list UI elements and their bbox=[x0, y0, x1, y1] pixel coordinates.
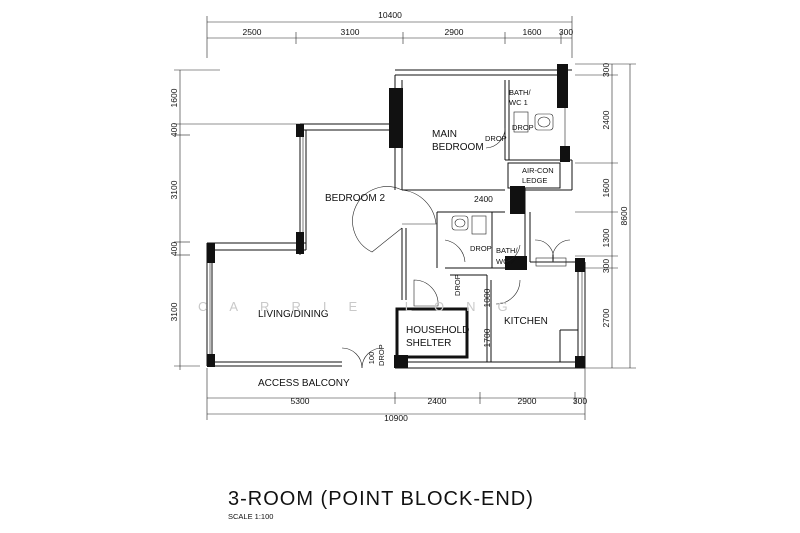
bath-wc1-label: WC 1 bbox=[509, 98, 528, 107]
drop-label: DROP bbox=[512, 123, 534, 132]
dim-bottom: 5300 bbox=[291, 396, 310, 406]
household-shelter-label: HOUSEHOLD bbox=[406, 325, 469, 336]
dim-left: 400 bbox=[169, 123, 179, 137]
drop-label: DROP bbox=[377, 344, 386, 366]
left-dimensions: 1600 400 3100 400 3100 bbox=[169, 69, 300, 370]
dim-top: 300 bbox=[559, 27, 573, 37]
bath-wc1-label: BATH/ bbox=[509, 88, 531, 97]
living-dining-label: LIVING/DINING bbox=[258, 309, 329, 320]
bedroom2-label: BEDROOM 2 bbox=[325, 193, 385, 204]
dim-bottom: 300 bbox=[573, 396, 587, 406]
bath-wc2-label: BATH/ bbox=[496, 246, 518, 255]
dim-left: 1600 bbox=[169, 88, 179, 107]
dim-top: 3100 bbox=[341, 27, 360, 37]
dim-right-total: 8600 bbox=[619, 206, 629, 225]
drop-label: DROP bbox=[470, 244, 492, 253]
dim-bottom: 2400 bbox=[428, 396, 447, 406]
plan-title: 3-ROOM (POINT BLOCK-END) bbox=[228, 488, 534, 510]
dim-bottom-total: 10900 bbox=[384, 413, 408, 423]
room-labels: MAIN BEDROOM BEDROOM 2 LIVING/DINING KIT… bbox=[258, 88, 554, 389]
right-dimensions: 300 2400 1600 1300 300 2700 8600 bbox=[575, 63, 636, 369]
dim-bottom: 2900 bbox=[518, 396, 537, 406]
dim-left: 3100 bbox=[169, 302, 179, 321]
dim-interior: 1000 bbox=[482, 288, 492, 307]
dim-right: 1300 bbox=[601, 228, 611, 247]
dim-top: 2500 bbox=[243, 27, 262, 37]
drop-label: DROP bbox=[485, 134, 507, 143]
aircon-ledge-label: AIR-CON bbox=[522, 166, 554, 175]
bath-wc2-label: WC 2 bbox=[496, 257, 515, 266]
dim-top: 2900 bbox=[445, 27, 464, 37]
doors bbox=[341, 127, 571, 369]
kitchen-label: KITCHEN bbox=[504, 316, 548, 327]
dim-right: 2400 bbox=[601, 110, 611, 129]
dim-left: 400 bbox=[169, 242, 179, 256]
dim-right: 300 bbox=[601, 259, 611, 273]
dim-right: 2700 bbox=[601, 308, 611, 327]
aircon-ledge-label: LEDGE bbox=[522, 176, 547, 185]
dim-top-total: 10400 bbox=[378, 10, 402, 20]
main-bedroom-label: MAIN bbox=[432, 129, 457, 140]
dim-interior: 1700 bbox=[482, 328, 492, 347]
dim-interior: 2400 bbox=[474, 194, 493, 204]
fixtures bbox=[451, 111, 572, 267]
access-balcony-label: ACCESS BALCONY bbox=[258, 378, 350, 389]
dim-top: 1600 bbox=[523, 27, 542, 37]
walls bbox=[206, 64, 586, 369]
drop-labels: DROP DROP DROP DROP DROP 2400 1000 1700 … bbox=[367, 123, 534, 366]
plan-scale: SCALE 1:100 bbox=[228, 512, 274, 521]
top-dimensions: 10400 2500 3100 2900 1600 300 bbox=[206, 10, 573, 58]
dim-left: 3100 bbox=[169, 180, 179, 199]
bottom-dimensions: 5300 2400 2900 300 10900 bbox=[206, 368, 587, 423]
drop-label: DROP bbox=[453, 274, 462, 296]
watermark: CARRIE LONG bbox=[198, 299, 530, 314]
household-shelter-label: SHELTER bbox=[406, 338, 451, 349]
dim-right: 1600 bbox=[601, 178, 611, 197]
dim-right: 300 bbox=[601, 63, 611, 77]
main-bedroom-label: BEDROOM bbox=[432, 142, 484, 153]
dim-interior: 100 bbox=[367, 352, 376, 365]
